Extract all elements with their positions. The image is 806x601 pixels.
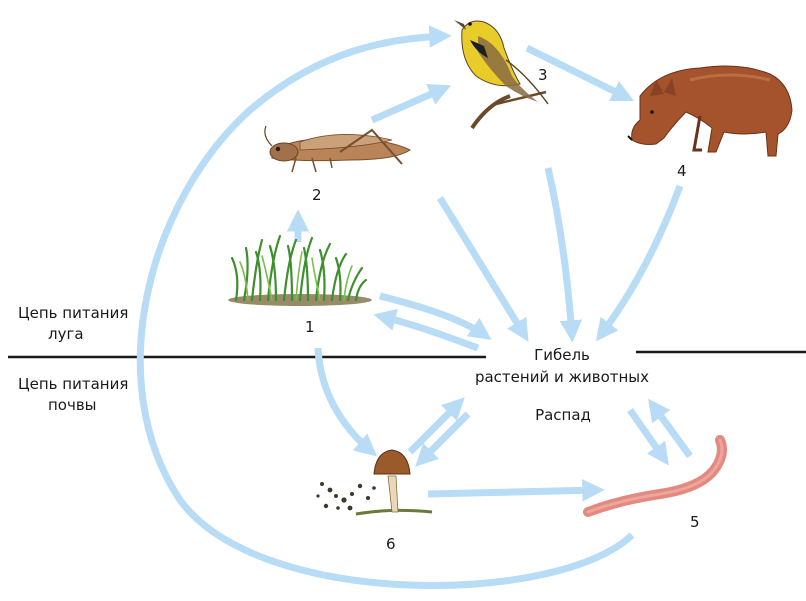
arrow-coyote-to-death: [600, 186, 680, 336]
meadow-chain-label-line2: луга: [48, 325, 84, 343]
death-label-line2: растений и животных: [472, 368, 652, 386]
bird-icon: [454, 20, 548, 128]
organism-number-6: 6: [386, 535, 396, 553]
decay-label: Распад: [508, 406, 618, 424]
arrow-mushroom-to-worm: [428, 490, 598, 494]
organism-number-3: 3: [538, 66, 548, 84]
organism-number-1: 1: [305, 318, 315, 336]
organism-number-5: 5: [690, 513, 700, 531]
mushroom-icon: [316, 450, 432, 514]
meadow-chain-label-line1: Цепь питания: [18, 304, 128, 322]
soil-chain-label-line1: Цепь питания: [18, 375, 128, 393]
coyote-icon: [628, 66, 792, 156]
organism-number-2: 2: [312, 186, 322, 204]
soil-chain-label-line2: почвы: [48, 396, 97, 414]
arrow-grass-to-mushroom: [318, 348, 372, 452]
arrow-grasshopper-to-bird: [372, 88, 445, 120]
grasshopper-icon: [265, 126, 410, 172]
death-label-line1: Гибель: [492, 346, 632, 364]
arrow-worm-to-bird: [140, 36, 632, 585]
organism-number-4: 4: [677, 162, 687, 180]
arrow-bird-to-death: [548, 168, 572, 336]
grass-icon: [228, 236, 372, 306]
